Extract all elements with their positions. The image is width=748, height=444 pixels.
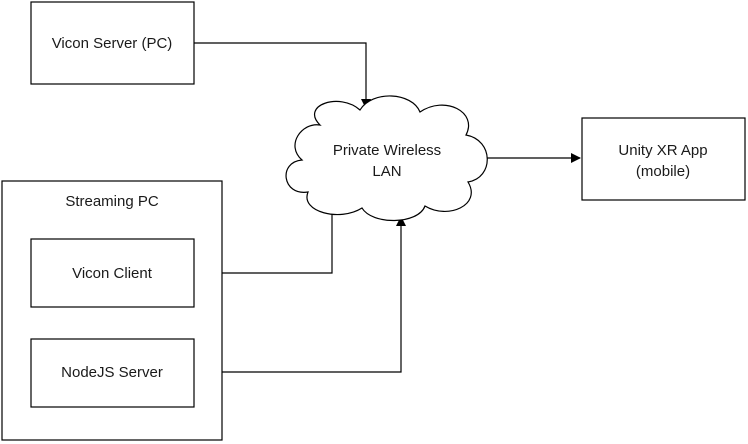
unity-app-label-line2: (mobile) bbox=[636, 163, 690, 180]
edges bbox=[108, 42, 581, 373]
nodejs-server-node: NodeJS Server bbox=[30, 338, 195, 408]
edge-vicon-server-to-lan bbox=[194, 42, 371, 109]
wireless-lan-label-line2: LAN bbox=[372, 163, 401, 180]
wireless-lan-label-line1: Private Wireless bbox=[333, 142, 441, 159]
vicon-client-label: Vicon Client bbox=[72, 265, 153, 282]
vicon-server-label: Vicon Server (PC) bbox=[52, 35, 173, 52]
vicon-client-node: Vicon Client bbox=[30, 238, 195, 308]
streaming-pc-label: Streaming PC bbox=[65, 193, 159, 210]
nodejs-server-label: NodeJS Server bbox=[61, 364, 163, 381]
vicon-server-node: Vicon Server (PC) bbox=[30, 1, 195, 85]
edge-nodejs-server-to-lan bbox=[194, 216, 406, 373]
wireless-lan-cloud: Private Wireless LAN bbox=[285, 95, 488, 222]
unity-app-node: Unity XR App (mobile) bbox=[581, 117, 746, 201]
unity-app-label-line1: Unity XR App bbox=[618, 142, 707, 159]
edge-lan-to-vicon-client bbox=[193, 214, 333, 278]
cloud-shape bbox=[285, 95, 488, 222]
